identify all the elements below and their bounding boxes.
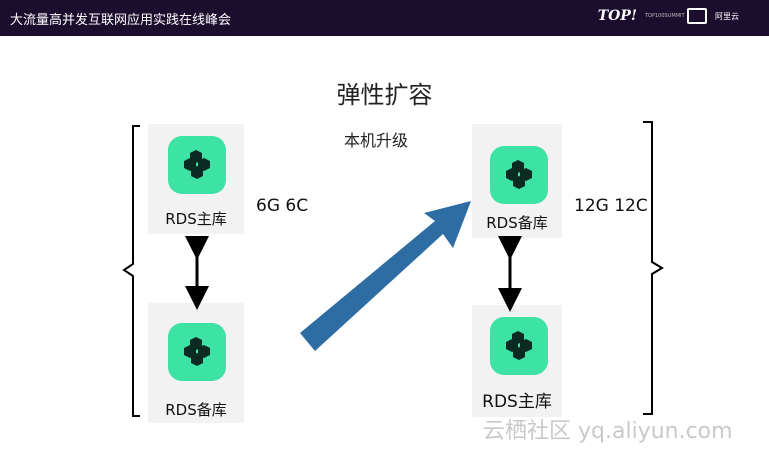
header-logos: TOP! TOP100SUMMIT 阿里云	[598, 8, 739, 24]
right-replica-db: RDS备库	[472, 124, 562, 238]
right-primary-label: RDS主库	[482, 392, 552, 412]
left-primary-db: RDS主库	[148, 124, 244, 234]
database-icon	[168, 136, 226, 194]
watermark: 云栖社区 yq.aliyun.com	[483, 419, 733, 444]
left-replica-db: RDS备库	[148, 303, 244, 423]
left-brace	[122, 125, 140, 417]
header-bar: 大流量高并发互联网应用实践在线峰会 TOP! TOP100SUMMIT 阿里云	[0, 0, 769, 36]
left-replica-label: RDS备库	[165, 401, 227, 419]
top100-logo: TOP!	[597, 8, 637, 24]
header-title: 大流量高并发互联网应用实践在线峰会	[10, 13, 232, 28]
top100-logo-sub: TOP100SUMMIT	[645, 12, 685, 19]
aliyun-logo-icon	[687, 8, 707, 24]
right-spec: 12G 12C	[574, 196, 648, 216]
aliyun-logo-text: 阿里云	[715, 11, 739, 21]
slide-title: 弹性扩容	[336, 81, 433, 109]
database-icon	[490, 317, 548, 375]
database-icon	[490, 146, 548, 204]
upgrade-label: 本机升级	[344, 131, 409, 150]
right-replica-label: RDS备库	[486, 214, 548, 232]
right-brace	[643, 121, 664, 415]
left-spec: 6G 6C	[256, 196, 309, 216]
upgrade-arrow	[300, 201, 471, 351]
left-primary-label: RDS主库	[165, 210, 227, 228]
database-icon	[168, 323, 226, 381]
right-primary-db: RDS主库	[472, 305, 562, 417]
